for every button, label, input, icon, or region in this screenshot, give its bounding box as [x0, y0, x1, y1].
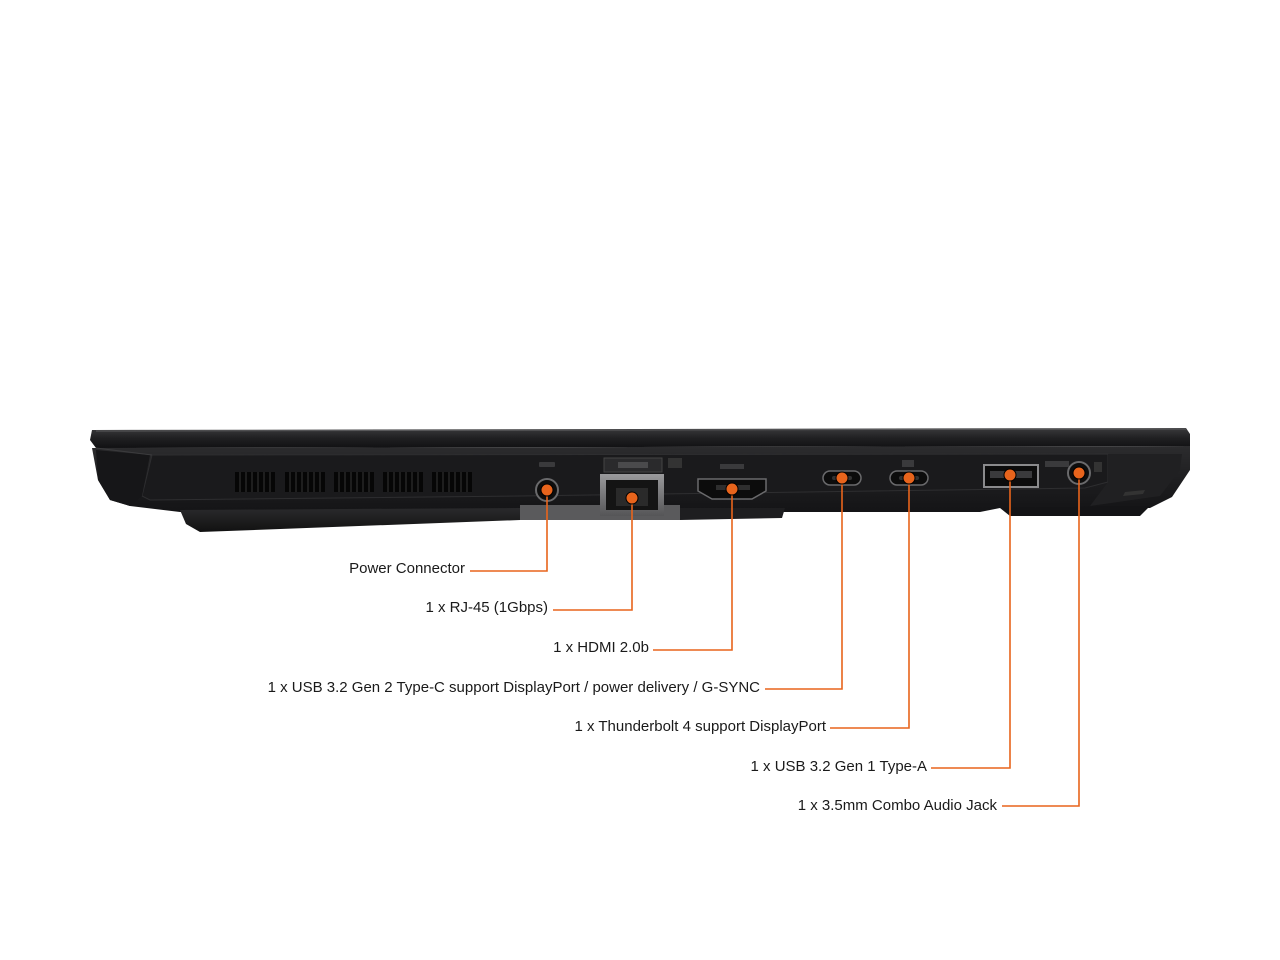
leader-usbc: [765, 478, 843, 690]
callout-label-rj45: 1 x RJ-45 (1Gbps): [425, 599, 548, 616]
laptop-lid: [90, 428, 1190, 448]
leader-usba: [931, 475, 1011, 769]
dot-usbc: [835, 471, 849, 485]
callout-label-hdmi: 1 x HDMI 2.0b: [553, 639, 649, 656]
callout-dots: [540, 466, 1086, 505]
leader-hdmi: [653, 489, 733, 651]
dot-rj45: [625, 491, 639, 505]
leader-power: [470, 490, 548, 572]
dot-usba: [1003, 468, 1017, 482]
callout-label-usb-c: 1 x USB 3.2 Gen 2 Type-C support Display…: [267, 679, 760, 696]
dot-power: [540, 483, 554, 497]
rubber-foot-left: [180, 508, 520, 532]
callout-lines: [470, 473, 1080, 807]
leader-audio: [1002, 473, 1080, 807]
callout-label-power: Power Connector: [349, 560, 465, 577]
dot-tb4: [902, 471, 916, 485]
dot-audio: [1072, 466, 1086, 480]
rubber-foot-right: [1000, 506, 1150, 516]
callout-label-thunderbolt: 1 x Thunderbolt 4 support DisplayPort: [574, 718, 826, 735]
leader-tb4: [830, 478, 910, 729]
callout-label-usb-a: 1 x USB 3.2 Gen 1 Type-A: [750, 758, 927, 775]
exhaust-vents: [235, 472, 472, 492]
leader-rj45: [553, 498, 633, 611]
dot-hdmi: [725, 482, 739, 496]
callout-label-audio-jack: 1 x 3.5mm Combo Audio Jack: [797, 797, 997, 814]
